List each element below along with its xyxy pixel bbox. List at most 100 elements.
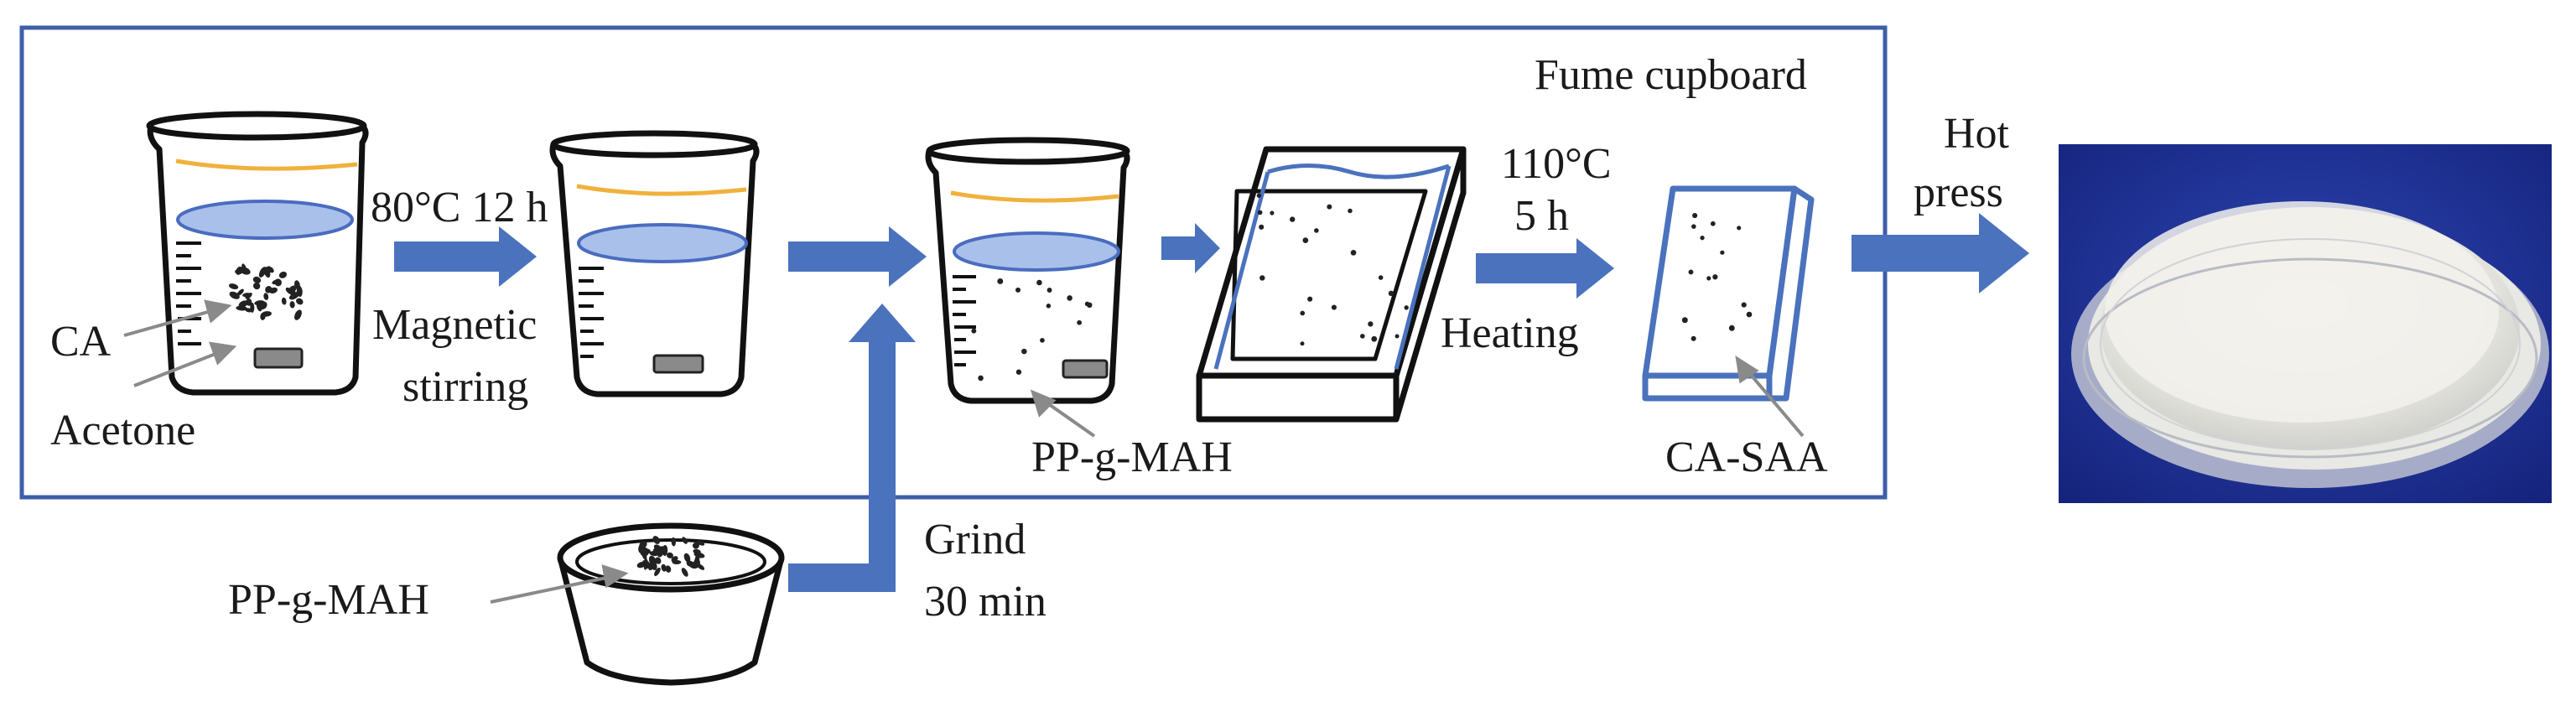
particle: [1036, 279, 1042, 286]
particle: [1350, 250, 1357, 256]
particle: [228, 283, 239, 290]
particle: [288, 292, 300, 300]
particle: [288, 285, 297, 293]
particle: [1388, 290, 1394, 297]
particle: [261, 311, 272, 317]
particle: [1270, 210, 1275, 215]
particle: [682, 537, 688, 544]
grind-label: Grind: [924, 516, 1026, 563]
particle: [1378, 275, 1384, 280]
particle: [289, 301, 295, 309]
particle: [1046, 304, 1052, 309]
particle: [1737, 226, 1742, 231]
particle: [648, 562, 657, 571]
particle: [236, 305, 247, 311]
particle: [295, 298, 304, 305]
particle: [1394, 334, 1400, 339]
liquid-surface: [577, 223, 748, 263]
particle: [252, 282, 261, 290]
particle: [978, 375, 984, 382]
particle: [242, 293, 251, 298]
particle: [1259, 275, 1265, 281]
particle: [1710, 221, 1716, 226]
hot-pressed-discs-photo: [2059, 144, 2552, 503]
particle: [281, 297, 287, 305]
particle: [1046, 288, 1052, 293]
particle: [671, 537, 676, 547]
temp-2-label: 110°C: [1501, 140, 1612, 188]
beaker-2: [549, 130, 760, 397]
particle: [1348, 208, 1353, 214]
particle: [256, 300, 262, 312]
particle: [971, 328, 977, 334]
particle: [1015, 287, 1021, 293]
particle: [1077, 319, 1083, 325]
pointer-arrow-beaker-3: [1030, 389, 1096, 438]
particle: [653, 544, 662, 553]
particle: [1700, 235, 1705, 241]
particle: [696, 540, 705, 546]
particle: [665, 565, 672, 573]
magnetic-label: Magnetic: [372, 301, 538, 349]
particle: [662, 545, 668, 556]
particle: [1368, 321, 1374, 327]
particle: [1021, 348, 1027, 355]
particle: [1040, 337, 1045, 343]
particle: [1259, 224, 1265, 230]
particle: [1302, 237, 1309, 243]
slab-particles: [1681, 212, 1753, 341]
particle: [1404, 305, 1409, 310]
particle: [1706, 276, 1711, 281]
pp-g-mah-particles: [636, 536, 705, 577]
particle: [672, 559, 682, 565]
ca-particles: [228, 263, 304, 320]
particle: [1256, 193, 1262, 198]
press-label: press: [1914, 169, 2003, 216]
particle: [238, 300, 249, 308]
particle: [235, 269, 243, 275]
particle: [1331, 304, 1337, 310]
particle: [264, 266, 271, 274]
grind-time-label: 30 min: [924, 578, 1046, 626]
stir-bar: [1062, 359, 1109, 379]
particle: [1681, 317, 1688, 324]
particle: [1741, 302, 1747, 308]
ca-saa-label: CA-SAA: [1665, 434, 1828, 481]
particle: [1290, 216, 1296, 222]
particle: [229, 291, 240, 299]
particle: [294, 309, 302, 320]
pointer-arrow-slab: [1735, 355, 1805, 438]
stir-bar: [652, 354, 704, 374]
dispersed-particles: [971, 278, 1093, 382]
temp-time-1-label: 80°C 12 h: [371, 184, 548, 231]
particle: [1712, 274, 1718, 280]
particle: [1327, 204, 1332, 210]
particle: [997, 278, 1004, 284]
pointer-arrows-beaker-1: [123, 299, 237, 387]
pp-g-mah-beaker-label: PP-g-MAH: [1031, 434, 1233, 481]
flow-arrow-1: [394, 226, 537, 287]
particle: [1360, 334, 1365, 339]
particle: [242, 263, 247, 273]
particle: [252, 276, 262, 283]
flow-arrow-4: [1476, 238, 1614, 299]
particle: [1087, 302, 1093, 309]
photo-canvas: [2059, 144, 2552, 503]
grinding-bowl: [557, 522, 785, 686]
flow-arrow-2: [788, 226, 927, 287]
particle: [1300, 341, 1305, 346]
flow-arrow-3: [1161, 223, 1220, 273]
particle: [1746, 311, 1753, 318]
particle: [692, 542, 699, 549]
beaker-1: [146, 111, 369, 396]
hot-label: Hot: [1944, 110, 2009, 158]
stir-bar: [253, 347, 304, 369]
particle: [661, 563, 667, 572]
particle: [1690, 335, 1696, 341]
particle: [272, 279, 280, 285]
particle: [654, 567, 661, 577]
particle: [236, 288, 244, 296]
particle: [641, 559, 651, 569]
particle: [1371, 335, 1378, 342]
